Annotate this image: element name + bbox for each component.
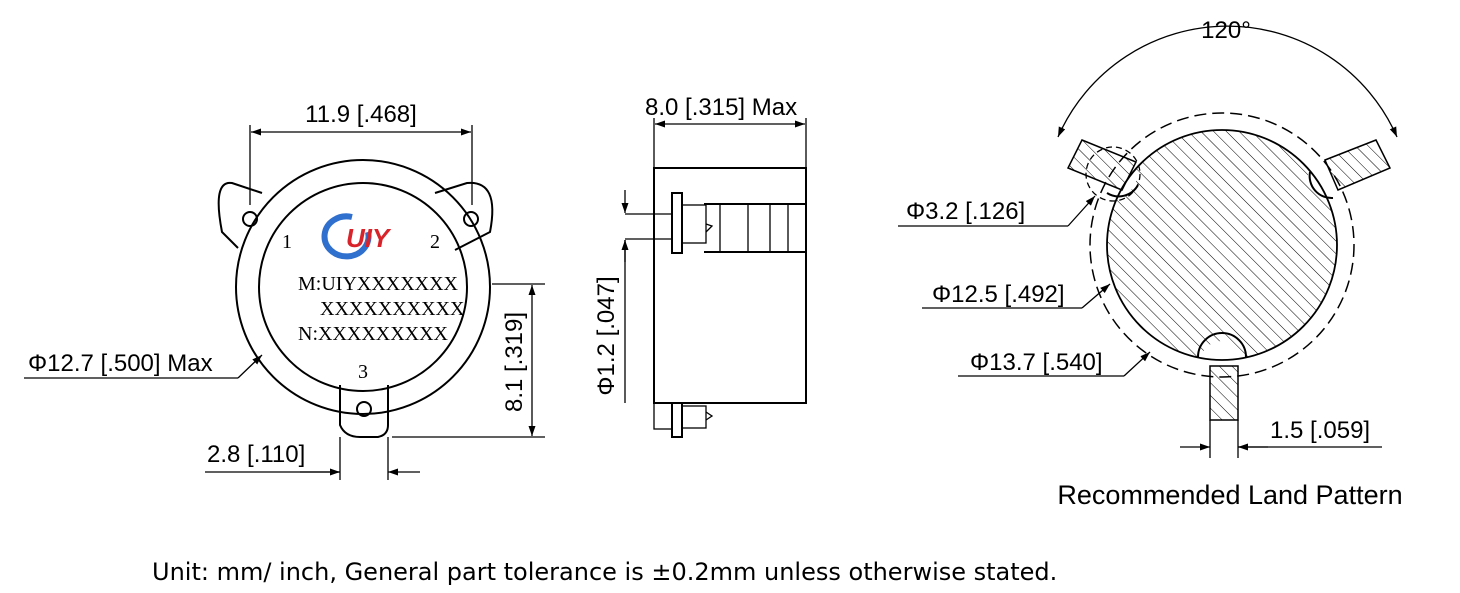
width-dimension: 11.9 [.468]: [249, 101, 473, 205]
tab-3: [339, 385, 389, 438]
side-view: 8.0 [.315] Max Φ1.2 [.047]: [593, 94, 807, 438]
outline-dim-text: Φ13.7 [.540]: [970, 349, 1103, 376]
pin-dim-text: Φ1.2 [.047]: [593, 276, 620, 395]
pin-label-2: 2: [430, 231, 440, 253]
tab-dim-text: 2.8 [.110]: [207, 441, 305, 468]
trace-upper-right: [1324, 139, 1392, 191]
pin-diameter-dimension: Φ1.2 [.047]: [593, 190, 629, 403]
pin-flange-top: [671, 192, 683, 254]
diameter-leader: Φ12.7 [.500] Max: [24, 350, 263, 379]
pin-label-1: 1: [282, 231, 292, 253]
side-body: [653, 167, 807, 404]
angle-dimension: 120°: [1057, 17, 1398, 138]
pin-flange-bottom: [671, 402, 683, 438]
pin-label-3: 3: [358, 361, 368, 383]
height-dim-text: 8.1 [.319]: [501, 312, 528, 412]
diameter-dim-text: Φ12.7 [.500] Max: [28, 350, 213, 377]
footer-note: Unit: mm/ inch, General part tolerance i…: [152, 558, 1058, 586]
thickness-dim-text: 8.0 [.315] Max: [645, 94, 797, 121]
hole-dim-text: Φ3.2 [.126]: [906, 198, 1025, 225]
front-view: UIY 1 2 3 M:UIYXXXXXXX XXXXXXXXXX N:XXXX…: [24, 101, 545, 480]
marking-line-3: N:XXXXXXXXX: [298, 323, 449, 345]
angle-dim-text: 120°: [1201, 17, 1251, 44]
width-dim-text: 11.9 [.468]: [305, 101, 417, 128]
tab-1: [217, 181, 263, 249]
trace-upper-left: [1066, 139, 1138, 191]
thickness-dimension: 8.0 [.315] Max: [645, 94, 807, 168]
inner-cap-circle: [258, 182, 468, 392]
marking-line-2: XXXXXXXXXX: [320, 298, 465, 320]
height-dimension: 8.1 [.319]: [392, 283, 545, 438]
logo-text: UIY: [346, 223, 392, 253]
land-pattern-view: 120° Φ3.2 [.126] Φ12.5 [.492] Φ13.7 [.54…: [898, 17, 1403, 510]
outer-body-circle: [235, 159, 491, 415]
outline-leader: Φ13.7 [.540]: [958, 349, 1151, 377]
trace-bottom: [1209, 365, 1239, 421]
uiy-logo: UIY: [321, 213, 392, 260]
land-pattern-title: Recommended Land Pattern: [1057, 480, 1402, 510]
trace-dim-text: 1.5 [.059]: [1270, 417, 1370, 444]
marking-line-1: M:UIYXXXXXXX: [298, 273, 459, 295]
tab-width-dimension: 2.8 [.110]: [205, 437, 420, 480]
pad-leader: Φ12.5 [.492]: [922, 281, 1111, 309]
hole-leader: Φ3.2 [.126]: [898, 195, 1096, 227]
pad-dim-text: Φ12.5 [.492]: [932, 281, 1065, 308]
trace-width-dimension: 1.5 [.059]: [1180, 417, 1382, 458]
tab-2: [434, 181, 494, 251]
